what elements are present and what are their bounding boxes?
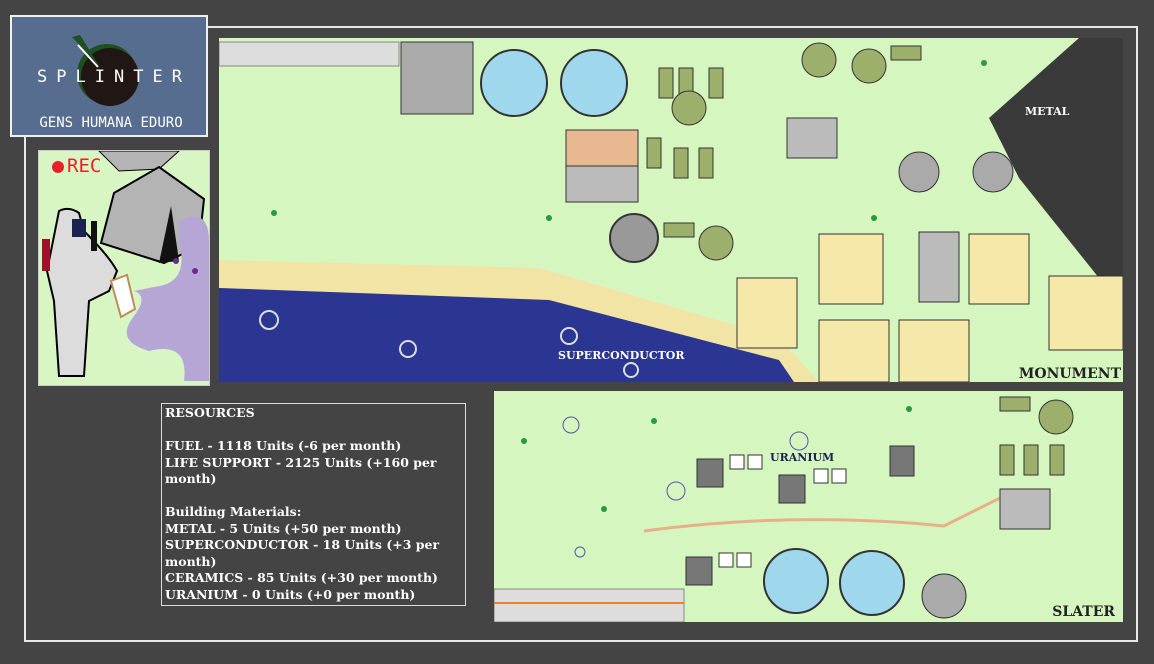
- life-support-stat: LIFE SUPPORT - 2125 Units (+160 per mont…: [165, 454, 437, 487]
- slater-terrain: [494, 396, 1074, 622]
- uranium-stat: URANIUM - 0 Units (+0 per month): [165, 586, 416, 602]
- camera-feed: REC: [38, 150, 210, 386]
- main-frame: [24, 26, 1138, 642]
- colony-name-slater: SLATER: [1052, 604, 1115, 620]
- game-logo: SPLINTER GENS HUMANA EDURO: [10, 15, 208, 137]
- superconductor-deposit-label: SUPERCONDUCTOR: [558, 349, 685, 362]
- colony-map-slater[interactable]: URANIUM SLATER: [494, 391, 1123, 622]
- colony-map-monument[interactable]: METAL SUPERCONDUCTOR MONUMENT: [219, 38, 1123, 382]
- logo-subtitle: GENS HUMANA EDURO: [39, 115, 183, 131]
- uranium-deposit-label: URANIUM: [770, 451, 835, 464]
- rec-label: REC: [67, 155, 102, 177]
- astronaut-illustration: [42, 150, 209, 381]
- logo-title: SPLINTER: [37, 67, 191, 87]
- planet-icon: [72, 35, 139, 106]
- resources-panel: RESOURCES FUEL - 1118 Units (-6 per mont…: [161, 403, 466, 606]
- colony-name-monument: MONUMENT: [1018, 366, 1121, 382]
- resources-heading: RESOURCES: [165, 405, 255, 420]
- metal-deposit-label: METAL: [1025, 105, 1070, 118]
- ceramics-stat: CERAMICS - 85 Units (+30 per month): [165, 570, 438, 585]
- metal-stat: METAL - 5 Units (+50 per month): [165, 520, 402, 536]
- record-dot-icon: [52, 161, 64, 173]
- fuel-stat: FUEL - 1118 Units (-6 per month): [165, 438, 402, 453]
- building-materials-heading: Building Materials:: [165, 504, 302, 519]
- monument-terrain: [219, 38, 1123, 382]
- superconductor-stat: SUPERCONDUCTOR - 18 Units (+3 per month): [165, 537, 440, 569]
